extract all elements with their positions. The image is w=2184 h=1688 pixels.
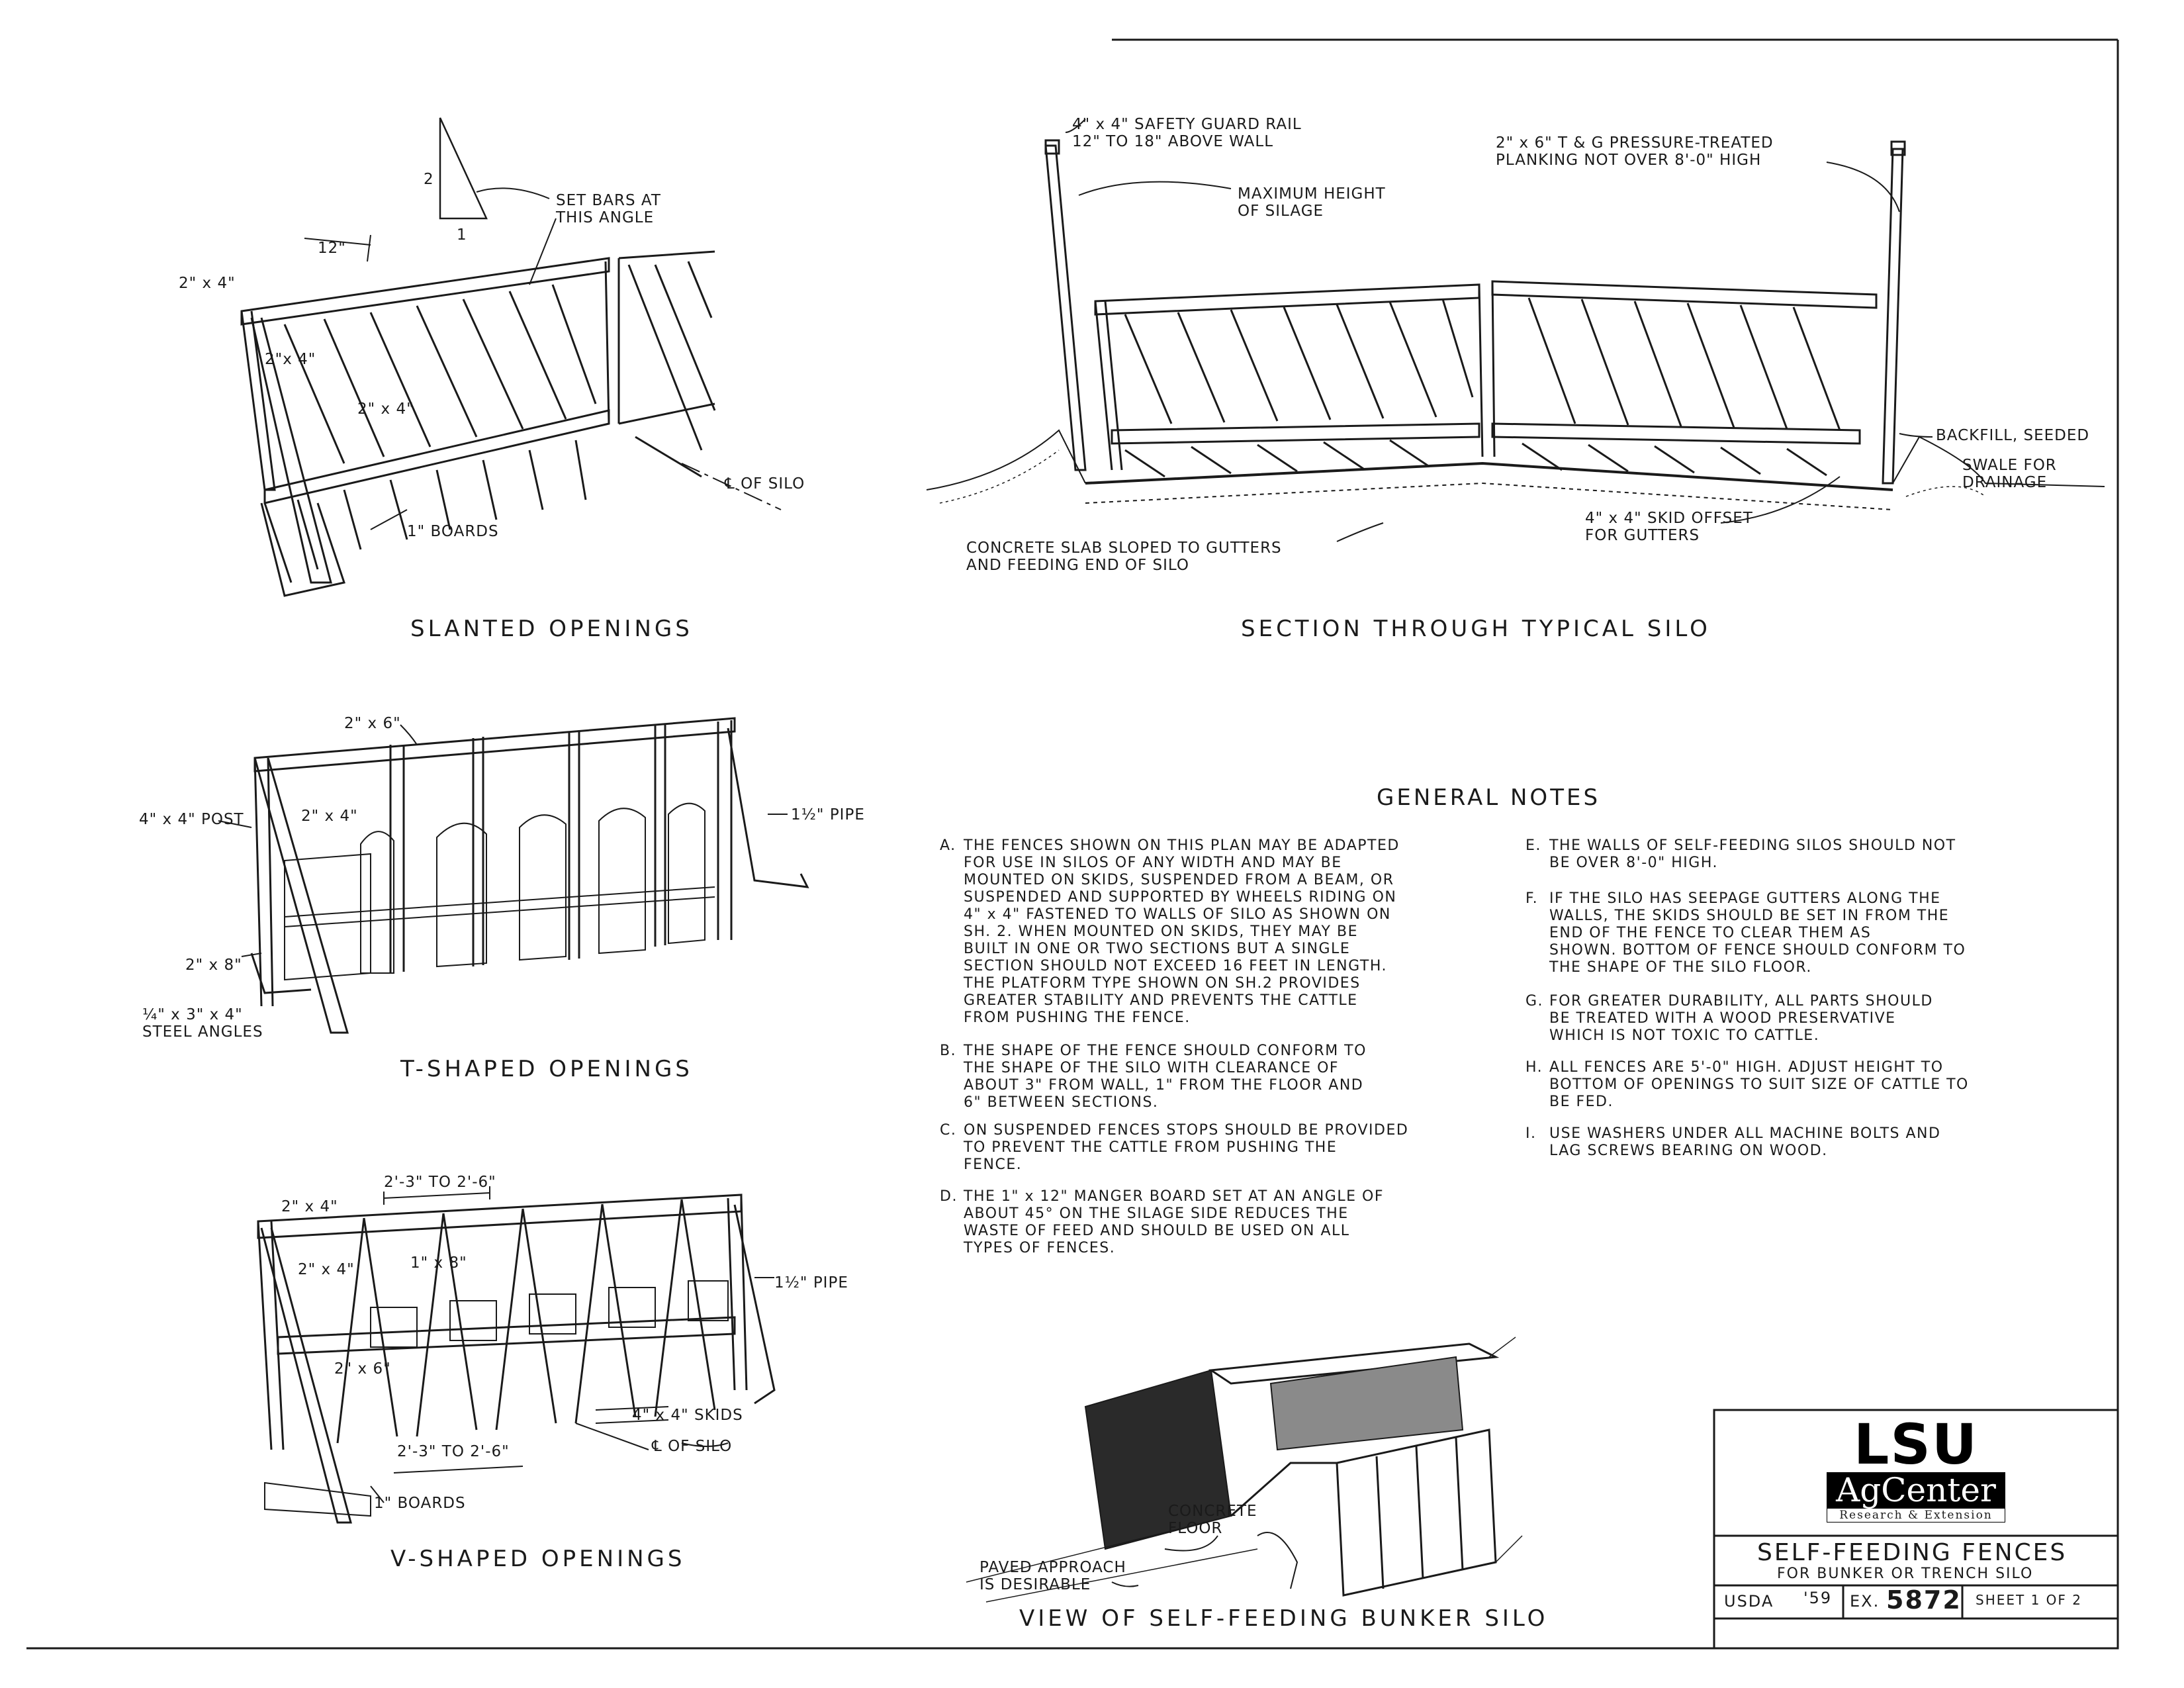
note-h: H. ALL FENCES ARE 5'-0" HIGH. ADJUST HEIG… bbox=[1525, 1059, 1969, 1111]
v-skids-label: 4" x 4" SKIDS bbox=[632, 1407, 743, 1424]
top-rail-label: 2" x 4" bbox=[179, 275, 236, 292]
lsu-agcenter-logo: LSU AgCenter Research & Extension bbox=[1823, 1417, 2009, 1529]
v-spacing-bottom-label: 2'-3" TO 2'-6" bbox=[397, 1443, 510, 1460]
drawing-title: SELF-FEEDING FENCES bbox=[1757, 1539, 2068, 1566]
diag-label: 2"x 4" bbox=[265, 351, 316, 368]
note-d: D. THE 1" x 12" MANGER BOARD SET AT AN AN… bbox=[940, 1188, 1384, 1257]
note-letter: H. bbox=[1525, 1059, 1543, 1076]
note-text: THE FENCES SHOWN ON THIS PLAN MAY BE ADA… bbox=[964, 837, 1400, 1026]
ratio-2-label: 2 bbox=[424, 171, 434, 188]
note-letter: D. bbox=[940, 1188, 958, 1205]
slanted-fence-drawing bbox=[240, 117, 782, 597]
logo-lsu: LSU bbox=[1853, 1412, 1979, 1477]
note-i: I. USE WASHERS UNDER ALL MACHINE BOLTS AN… bbox=[1525, 1125, 1940, 1160]
ex-prefix: EX. bbox=[1850, 1592, 1880, 1611]
note-f: F. IF THE SILO HAS SEEPAGE GUTTERS ALONG … bbox=[1525, 890, 1966, 976]
bunker-title: VIEW OF SELF-FEEDING BUNKER SILO bbox=[1019, 1605, 1549, 1632]
year-label: '59 bbox=[1803, 1589, 1833, 1607]
note-text: IF THE SILO HAS SEEPAGE GUTTERS ALONG TH… bbox=[1549, 890, 1966, 976]
v-top-rail-label: 2" x 4" bbox=[281, 1198, 338, 1215]
planking-label: 2" x 6" T & G PRESSURE-TREATED PLANKING … bbox=[1496, 134, 1774, 169]
swale-label: SWALE FOR DRAINAGE bbox=[1962, 457, 2057, 491]
v-centerline-label: ℄ OF SILO bbox=[652, 1438, 733, 1455]
concrete-floor-label: CONCRETE FLOOR bbox=[1168, 1503, 1257, 1537]
slab-label: CONCRETE SLAB SLOPED TO GUTTERS AND FEED… bbox=[966, 539, 1282, 574]
note-letter: E. bbox=[1525, 837, 1541, 854]
section-silo-drawing bbox=[926, 118, 2105, 542]
note-text: THE 1" x 12" MANGER BOARD SET AT AN ANGL… bbox=[964, 1188, 1384, 1256]
note-letter: A. bbox=[940, 837, 956, 854]
bar-label: 2" x 4" bbox=[357, 400, 414, 418]
general-notes-title: GENERAL NOTES bbox=[1377, 784, 1601, 811]
note-letter: B. bbox=[940, 1043, 957, 1059]
v-diag-label: 2" x 4" bbox=[298, 1261, 355, 1278]
note-text: FOR GREATER DURABILITY, ALL PARTS SHOULD… bbox=[1549, 993, 1933, 1044]
note-letter: C. bbox=[940, 1122, 957, 1139]
drawing-subtitle: FOR BUNKER OR TRENCH SILO bbox=[1777, 1566, 2034, 1582]
note-text: THE WALLS OF SELF-FEEDING SILOS SHOULD N… bbox=[1549, 837, 1956, 871]
centerline-label: ℄ OF SILO bbox=[725, 475, 805, 492]
note-b: B. THE SHAPE OF THE FENCE SHOULD CONFORM … bbox=[940, 1043, 1367, 1111]
t-fence-drawing bbox=[218, 717, 809, 1034]
v-shaped-title: V-SHAPED OPENINGS bbox=[390, 1546, 686, 1572]
v-pipe-label: 1½" PIPE bbox=[774, 1274, 848, 1291]
slanted-title: SLANTED OPENINGS bbox=[410, 616, 693, 642]
section-title: SECTION THROUGH TYPICAL SILO bbox=[1241, 616, 1711, 642]
note-e: E. THE WALLS OF SELF-FEEDING SILOS SHOULD… bbox=[1525, 837, 1956, 872]
title-block-frame bbox=[1713, 1409, 2119, 1650]
backfill-label: BACKFILL, SEEDED bbox=[1936, 427, 2090, 444]
note-letter: G. bbox=[1525, 993, 1544, 1009]
note-text: ALL FENCES ARE 5'-0" HIGH. ADJUST HEIGHT… bbox=[1549, 1059, 1969, 1110]
logo-agcenter-text: AgCenter bbox=[1836, 1471, 1996, 1509]
note-letter: I. bbox=[1525, 1125, 1537, 1142]
t-angles-label: ¼" x 3" x 4" STEEL ANGLES bbox=[142, 1006, 263, 1041]
note-text: THE SHAPE OF THE FENCE SHOULD CONFORM TO… bbox=[964, 1043, 1367, 1111]
ratio-1-label: 1 bbox=[457, 226, 467, 244]
t-base-label: 2" x 8" bbox=[185, 957, 242, 974]
v-mid-label: 2" x 6" bbox=[334, 1360, 391, 1378]
bunker-view-drawing bbox=[966, 1336, 1523, 1603]
t-pipe-label: 1½" PIPE bbox=[791, 806, 865, 823]
set-bars-label: SET BARS AT THIS ANGLE bbox=[556, 192, 661, 226]
note-a: A. THE FENCES SHOWN ON THIS PLAN MAY BE A… bbox=[940, 837, 1400, 1027]
v-fence-drawing bbox=[257, 1186, 776, 1524]
boards-label: 1" BOARDS bbox=[407, 523, 499, 540]
ex-number: 5872 bbox=[1886, 1585, 1962, 1615]
sheet-label: SHEET 1 OF 2 bbox=[1976, 1592, 2082, 1608]
note-letter: F. bbox=[1525, 890, 1539, 907]
t-shaped-title: T-SHAPED OPENINGS bbox=[400, 1056, 693, 1082]
t-inner-label: 2" x 4" bbox=[301, 808, 358, 825]
agency-label: USDA bbox=[1724, 1592, 1774, 1611]
max-height-label: MAXIMUM HEIGHT OF SILAGE bbox=[1238, 185, 1386, 220]
v-spacing-top-label: 2'-3" TO 2'-6" bbox=[384, 1174, 496, 1191]
t-top-label: 2" x 6" bbox=[344, 715, 401, 732]
note-text: ON SUSPENDED FENCES STOPS SHOULD BE PROV… bbox=[964, 1122, 1409, 1173]
note-text: USE WASHERS UNDER ALL MACHINE BOLTS AND … bbox=[1549, 1125, 1941, 1159]
guard-rail-label: 4" x 4" SAFETY GUARD RAIL 12" TO 18" ABO… bbox=[1072, 116, 1302, 150]
v-boards-label: 1" BOARDS bbox=[374, 1495, 466, 1512]
t-post-label: 4" x 4" POST bbox=[139, 811, 244, 828]
logo-agcenter: AgCenter bbox=[1827, 1472, 2005, 1508]
note-g: G. FOR GREATER DURABILITY, ALL PARTS SHOU… bbox=[1525, 993, 1933, 1045]
skid-label: 4" x 4" SKID OFFSET FOR GUTTERS bbox=[1585, 510, 1753, 544]
spacing-label: 12" bbox=[318, 240, 346, 257]
note-c: C. ON SUSPENDED FENCES STOPS SHOULD BE PR… bbox=[940, 1122, 1408, 1174]
v-board-label: 1" x 8" bbox=[410, 1254, 467, 1272]
logo-subtext: Research & Extension bbox=[1827, 1508, 2005, 1523]
paved-approach-label: PAVED APPROACH IS DESIRABLE bbox=[979, 1559, 1126, 1593]
